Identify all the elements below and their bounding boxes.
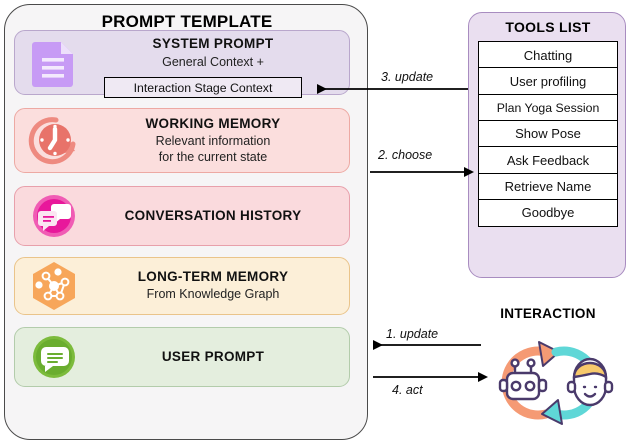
clock-refresh-icon	[27, 114, 81, 168]
robot-human-exchange-icon	[484, 330, 614, 436]
card-system-prompt-text: SYSTEM PROMPT General Context +	[85, 31, 341, 94]
card-long-term-memory-title: LONG-TERM MEMORY	[137, 269, 289, 285]
knowledge-graph-hexagon-icon	[27, 259, 81, 313]
card-working-memory-text: WORKING MEMORY Relevant information for …	[85, 109, 341, 172]
tool-item-show-pose[interactable]: Show Pose	[478, 119, 618, 148]
tool-item-plan-yoga-session[interactable]: Plan Yoga Session	[478, 93, 618, 122]
arrow-label-4-act: 4. act	[392, 383, 423, 397]
arrow-label-3-update: 3. update	[381, 70, 434, 84]
card-working-memory-subtitle: Relevant information	[155, 133, 271, 148]
tool-item-user-profiling[interactable]: User profiling	[478, 67, 618, 96]
card-working-memory-subtitle2: for the current state	[158, 149, 268, 164]
card-working-memory[interactable]: WORKING MEMORY Relevant information for …	[14, 108, 350, 173]
tools-list-items: Chatting User profiling Plan Yoga Sessio…	[478, 41, 618, 227]
card-working-memory-title: WORKING MEMORY	[145, 115, 281, 131]
card-conversation-history-text: CONVERSATION HISTORY	[85, 187, 341, 245]
card-system-prompt-title: SYSTEM PROMPT	[152, 36, 274, 51]
tool-item-ask-feedback[interactable]: Ask Feedback	[478, 146, 618, 175]
card-long-term-memory[interactable]: LONG-TERM MEMORY From Knowledge Graph	[14, 257, 350, 315]
prompt-template-title: PROMPT TEMPLATE	[101, 12, 273, 31]
card-user-prompt-title: USER PROMPT	[161, 348, 265, 364]
card-conversation-history-title: CONVERSATION HISTORY	[124, 207, 302, 223]
arrow-label-1-update: 1. update	[386, 327, 439, 341]
interaction-title: INTERACTION	[500, 306, 596, 321]
tool-item-chatting[interactable]: Chatting	[478, 41, 618, 69]
arrow-label-2-choose: 2. choose	[378, 148, 433, 162]
chat-bubbles-icon	[27, 189, 81, 243]
tool-item-retrieve-name[interactable]: Retrieve Name	[478, 172, 618, 201]
interaction-stage-context-label: Interaction Stage Context	[133, 80, 273, 95]
card-user-prompt-text: USER PROMPT	[85, 328, 341, 386]
document-icon	[27, 36, 81, 90]
tools-list-title: TOOLS LIST	[505, 19, 591, 35]
tool-item-goodbye[interactable]: Goodbye	[478, 198, 618, 227]
card-system-prompt-subtitle: General Context +	[162, 54, 264, 69]
interaction-stage-context-box[interactable]: Interaction Stage Context	[104, 77, 302, 98]
speech-bubble-icon	[27, 330, 81, 384]
card-conversation-history[interactable]: CONVERSATION HISTORY	[14, 186, 350, 246]
card-long-term-memory-subtitle: From Knowledge Graph	[146, 287, 280, 302]
card-user-prompt[interactable]: USER PROMPT	[14, 327, 350, 387]
tools-list-panel: TOOLS LIST Chatting User profiling Plan …	[468, 12, 626, 278]
card-long-term-memory-text: LONG-TERM MEMORY From Knowledge Graph	[85, 258, 341, 314]
